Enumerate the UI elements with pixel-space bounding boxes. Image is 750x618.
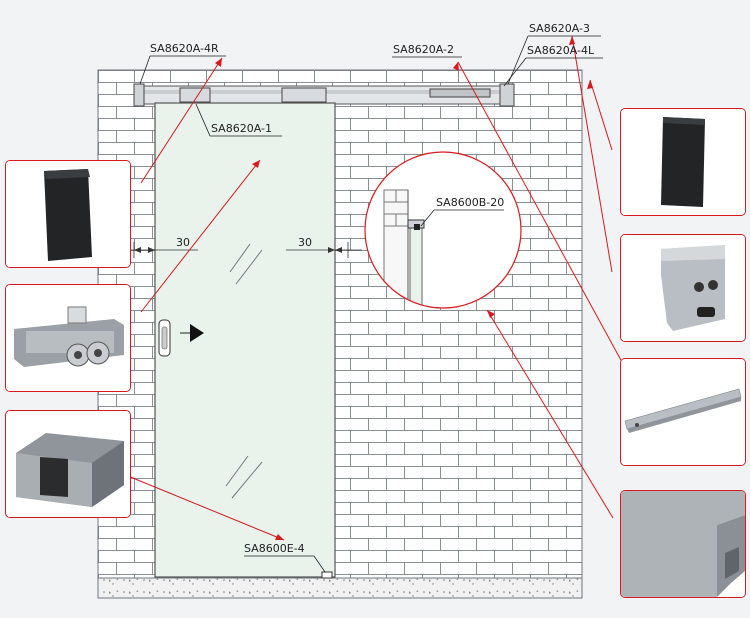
callout-lines xyxy=(127,35,641,541)
mounting-bracket-icon xyxy=(621,235,745,341)
left-gap-label: 30 xyxy=(176,236,190,249)
part-label-carriage: SA8620A-1 xyxy=(211,122,272,135)
sliding-direction-arrow-icon xyxy=(190,324,204,342)
photo-mounting-bracket xyxy=(620,234,746,342)
photo-aluminum-profile xyxy=(620,490,746,598)
floor-guide-icon xyxy=(6,411,130,517)
part-label-end-cap-right: SA8620A-4R xyxy=(150,42,219,55)
photo-end-cap-black xyxy=(5,160,131,268)
roller-carriage-icon xyxy=(6,285,130,391)
detail-magnifier xyxy=(364,151,522,309)
part-label-wall-bracket: SA8600B-20 xyxy=(436,196,504,209)
aluminum-profile-icon xyxy=(621,491,745,597)
right-gap-dimension xyxy=(286,242,362,258)
photo-track-rail xyxy=(620,358,746,466)
left-gap-dimension xyxy=(125,242,198,258)
glass-reflection-icon xyxy=(225,243,263,499)
photo-floor-guide xyxy=(5,410,131,518)
part-label-end-cap-3: SA8620A-3 xyxy=(529,22,590,35)
part-label-track: SA8620A-2 xyxy=(393,43,454,56)
part-label-floor-guide: SA8600E-4 xyxy=(244,542,305,555)
photo-end-cap-black-right xyxy=(620,108,746,216)
part-label-end-cap-left: SA8620A-4L xyxy=(527,44,595,57)
floor-guide-marker xyxy=(321,571,333,579)
track-rail-icon xyxy=(621,359,745,465)
right-gap-label: 30 xyxy=(298,236,312,249)
glass-door xyxy=(154,102,336,578)
photo-roller-carriage xyxy=(5,284,131,392)
concrete-floor xyxy=(97,577,583,599)
black-end-cap-icon xyxy=(621,109,745,215)
black-end-cap-icon xyxy=(6,161,130,267)
